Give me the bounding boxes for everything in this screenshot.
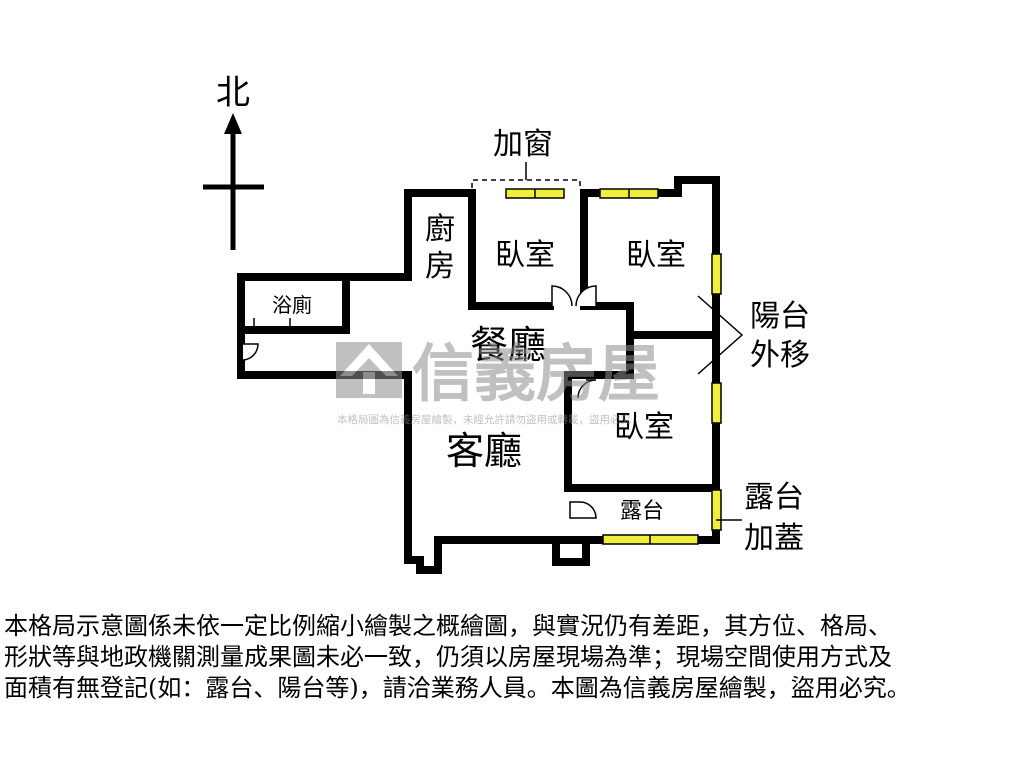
annotation-lines — [697, 295, 744, 521]
balcony-note-1: 陽台 — [750, 299, 810, 334]
terrace-note-1: 露台 — [744, 480, 804, 515]
bedroom-c-label: 臥室 — [614, 410, 674, 445]
added-window-marker — [471, 162, 581, 188]
disclaimer-text: 本格局示意圖係未依一定比例縮小繪製之概繪圖，與實況仍有差距，其方位、格局、 形狀… — [4, 611, 1020, 704]
terrace-note-2: 加蓋 — [744, 521, 804, 556]
kitchen-label-2: 房 — [425, 249, 455, 284]
balcony-note-2: 外移 — [750, 338, 810, 373]
watermark-brand: 信義房屋 — [412, 337, 660, 410]
bathroom-label: 浴廁 — [272, 293, 312, 317]
living-label: 客廳 — [446, 429, 522, 473]
kitchen-label-1: 廚 — [425, 212, 455, 247]
dining-label: 餐廳 — [470, 323, 546, 367]
window-east-lower — [711, 489, 722, 531]
brand-logo-icon — [336, 342, 402, 398]
windows — [505, 188, 722, 545]
watermark: 信義房屋 本格局圖為信義房屋繪製，未經允許請勿盜用或轉載，盜用必究 — [336, 337, 660, 426]
floor-plan: 北 — [203, 73, 810, 574]
terrace-label: 露台 — [620, 499, 664, 524]
north-arrow — [203, 113, 264, 250]
north-label: 北 — [216, 73, 250, 113]
doors — [242, 285, 597, 519]
window-east-middle — [711, 382, 722, 424]
bedroom-a-label: 臥室 — [495, 238, 555, 273]
disclaimer-line-2: 形狀等與地政機關測量成果圖未必一致，仍須以房屋現場為準；現場空間使用方式及 — [4, 643, 892, 671]
add-window-label: 加窗 — [493, 127, 553, 162]
window-east-upper — [711, 253, 722, 295]
disclaimer-line-1: 本格局示意圖係未依一定比例縮小繪製之概繪圖，與實況仍有差距，其方位、格局、 — [4, 612, 892, 640]
bedroom-b-label: 臥室 — [626, 238, 686, 273]
disclaimer-line-3: 面積有無登記(如：露台、陽台等)，請洽業務人員。本圖為信義房屋繪製，盜用必究。 — [4, 674, 911, 702]
watermark-notice: 本格局圖為信義房屋繪製，未經允許請勿盜用或轉載，盜用必究 — [337, 413, 631, 426]
